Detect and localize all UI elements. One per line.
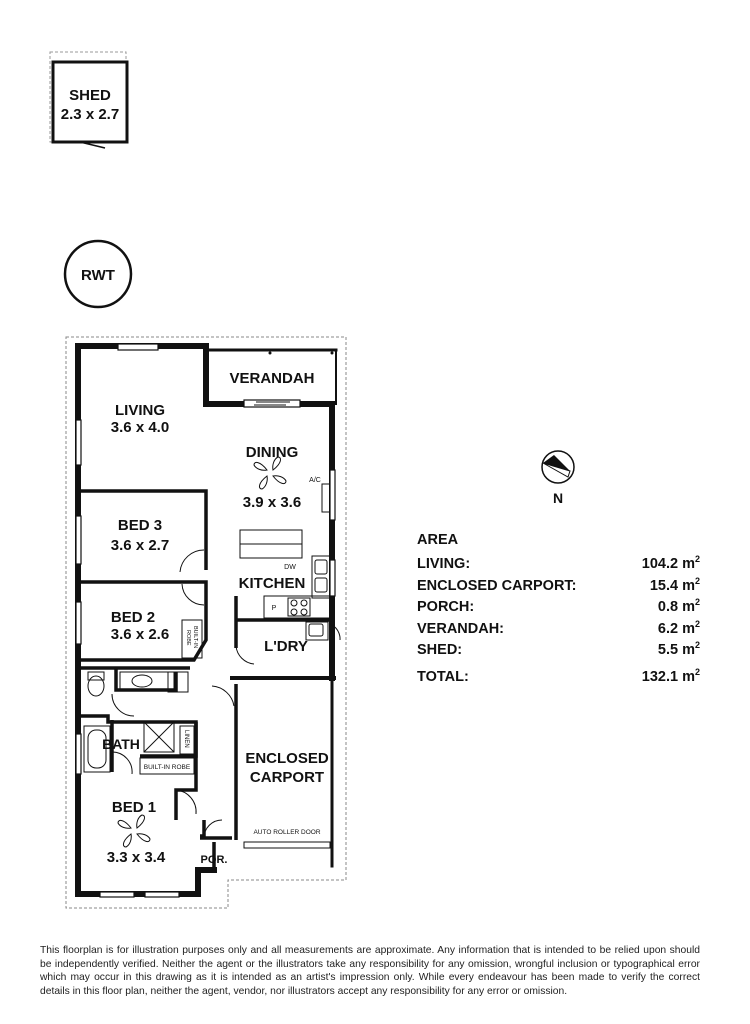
rwt-label: RWT xyxy=(81,267,115,284)
kitchen-bench xyxy=(239,483,333,619)
living-label: LIVING xyxy=(115,402,165,419)
bed3-label: BED 3 xyxy=(118,517,162,534)
porch-label: POR. xyxy=(201,854,228,866)
bed2-label: BED 2 xyxy=(111,609,155,626)
robe-label-1: BUILT-IN xyxy=(192,626,198,648)
bed1-size: 3.3 x 3.4 xyxy=(107,849,166,866)
carport-label-2: CARPORT xyxy=(250,769,324,786)
carport-label-1: ENCLOSED xyxy=(245,750,329,767)
bed1-label: BED 1 xyxy=(112,799,156,816)
bath-label: BATH xyxy=(102,736,140,752)
laundry-trough xyxy=(305,621,329,641)
area-row: SHED: 5.5 m2 xyxy=(417,640,700,662)
verandah-label: VERANDAH xyxy=(229,370,314,387)
area-total-label: TOTAL: xyxy=(417,668,469,685)
shed-label: SHED xyxy=(69,87,111,104)
bathroom-fixtures xyxy=(83,619,203,775)
area-row-value: 15.4 m2 xyxy=(649,575,700,594)
living-size: 3.6 x 4.0 xyxy=(111,419,169,436)
area-row: PORCH: 0.8 m2 xyxy=(417,597,700,619)
area-table: AREA LIVING: 104.2 m2 ENCLOSED CARPORT: … xyxy=(417,532,700,688)
linen-label: LINEN xyxy=(183,730,189,748)
area-row: ENCLOSED CARPORT: 15.4 m2 xyxy=(417,576,700,598)
area-row-label: PORCH: xyxy=(417,599,475,615)
site-boundary xyxy=(65,336,347,909)
ac-label: A/C xyxy=(309,477,321,484)
area-row-label: ENCLOSED CARPORT: xyxy=(417,577,577,594)
area-row-value: 6.2 m2 xyxy=(657,618,700,637)
area-row-value: 104.2 m2 xyxy=(641,554,700,572)
disclaimer-text: This floorplan is for illustration purpo… xyxy=(40,945,700,997)
north-arrow-icon xyxy=(541,450,575,484)
rainwater-tank: RWT xyxy=(63,239,133,309)
pantry-label: P xyxy=(272,605,277,612)
bed2-size: 3.6 x 2.6 xyxy=(111,626,169,643)
ceiling-fan-icon xyxy=(117,814,151,848)
area-row: LIVING: 104.2 m2 xyxy=(417,554,700,576)
compass-label: N xyxy=(553,490,563,506)
area-row-label: LIVING: xyxy=(417,556,471,572)
area-total-row: TOTAL: 132.1 m2 xyxy=(417,667,700,689)
area-row-value: 5.5 m2 xyxy=(657,640,700,658)
dining-label: DINING xyxy=(246,444,299,461)
dw-label: DW xyxy=(284,564,296,571)
kitchen-label: KITCHEN xyxy=(239,575,306,592)
floor-plan: SHED 2.3 x 2.7 RWT xyxy=(49,51,575,909)
roller-door xyxy=(243,841,331,849)
roller-door-label: AUTO ROLLER DOOR xyxy=(253,829,320,836)
area-row-value: 0.8 m2 xyxy=(657,597,700,615)
area-row-label: SHED: xyxy=(417,642,463,658)
area-row-label: VERANDAH: xyxy=(417,620,504,637)
dining-size: 3.9 x 3.6 xyxy=(243,494,301,511)
area-title: AREA xyxy=(417,532,459,548)
area-total-value: 132.1 m2 xyxy=(641,666,700,685)
robe-bed1-label: BUILT-IN ROBE xyxy=(144,764,191,771)
robe-label-2: ROBE xyxy=(185,630,191,646)
shed: SHED 2.3 x 2.7 xyxy=(49,51,129,149)
ceiling-fan-icon xyxy=(253,456,287,490)
sliding-door-arrow-icon xyxy=(254,401,290,406)
bed3-size: 3.6 x 2.7 xyxy=(111,537,169,554)
laundry-label: L'DRY xyxy=(264,638,308,655)
shed-size: 2.3 x 2.7 xyxy=(61,106,119,123)
area-row: VERANDAH: 6.2 m2 xyxy=(417,619,700,641)
door-swings xyxy=(111,549,341,839)
